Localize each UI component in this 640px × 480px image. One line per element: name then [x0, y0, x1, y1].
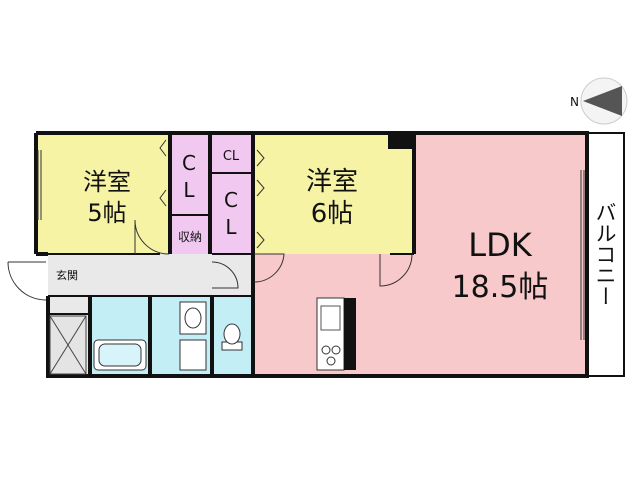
washbasin [179, 301, 207, 335]
closet-door-marks [159, 139, 265, 249]
ldk-size: 18.5帖 [452, 270, 549, 305]
ldk-name: LDK [468, 226, 532, 264]
western-room-5 [36, 133, 170, 254]
balcony-label: バルコニー [593, 202, 617, 307]
storage [170, 216, 210, 254]
room6-name: 洋室 [306, 167, 358, 197]
closet-b-label: CL [223, 149, 240, 164]
storage-label: 収納 [178, 230, 202, 244]
compass-label: N [570, 95, 579, 109]
hallway [48, 254, 253, 296]
entrance-label: 玄関 [56, 268, 78, 282]
compass-needle-icon [583, 86, 622, 116]
ldk-room [414, 133, 587, 376]
room6-door [253, 253, 285, 283]
toilet-door [211, 261, 239, 289]
western-room-6 [253, 133, 414, 254]
washer-space [179, 339, 207, 371]
pillar [388, 133, 414, 149]
room5-door [134, 219, 170, 255]
bathtub [93, 339, 147, 371]
compass: N [570, 77, 628, 125]
toilet-icon [221, 323, 243, 351]
windows [37, 150, 585, 340]
closet-a-label-2: L [183, 178, 195, 202]
stove-burner-icon [326, 356, 336, 366]
shoe-cabinet [49, 315, 87, 375]
closet-c-label-2: L [225, 215, 237, 239]
closet-b [212, 133, 253, 173]
room6-size: 6帖 [311, 199, 354, 229]
fridge-space [344, 298, 356, 370]
stove-burner-icon [331, 345, 341, 355]
closet-a-label-1: C [182, 151, 196, 175]
entrance-door [7, 261, 47, 301]
closet-a [170, 133, 210, 215]
sink-icon [320, 305, 341, 331]
closet-c-label-1: C [224, 188, 238, 212]
ldk-door [379, 253, 413, 287]
room5-name: 洋室 [83, 168, 131, 196]
kitchen-counter [316, 297, 356, 371]
balcony [586, 132, 625, 377]
doors [7, 219, 413, 301]
stove-burner-icon [321, 345, 331, 355]
room5-size: 5帖 [87, 199, 126, 227]
closet-c [212, 173, 253, 255]
thin-walls [36, 172, 414, 315]
